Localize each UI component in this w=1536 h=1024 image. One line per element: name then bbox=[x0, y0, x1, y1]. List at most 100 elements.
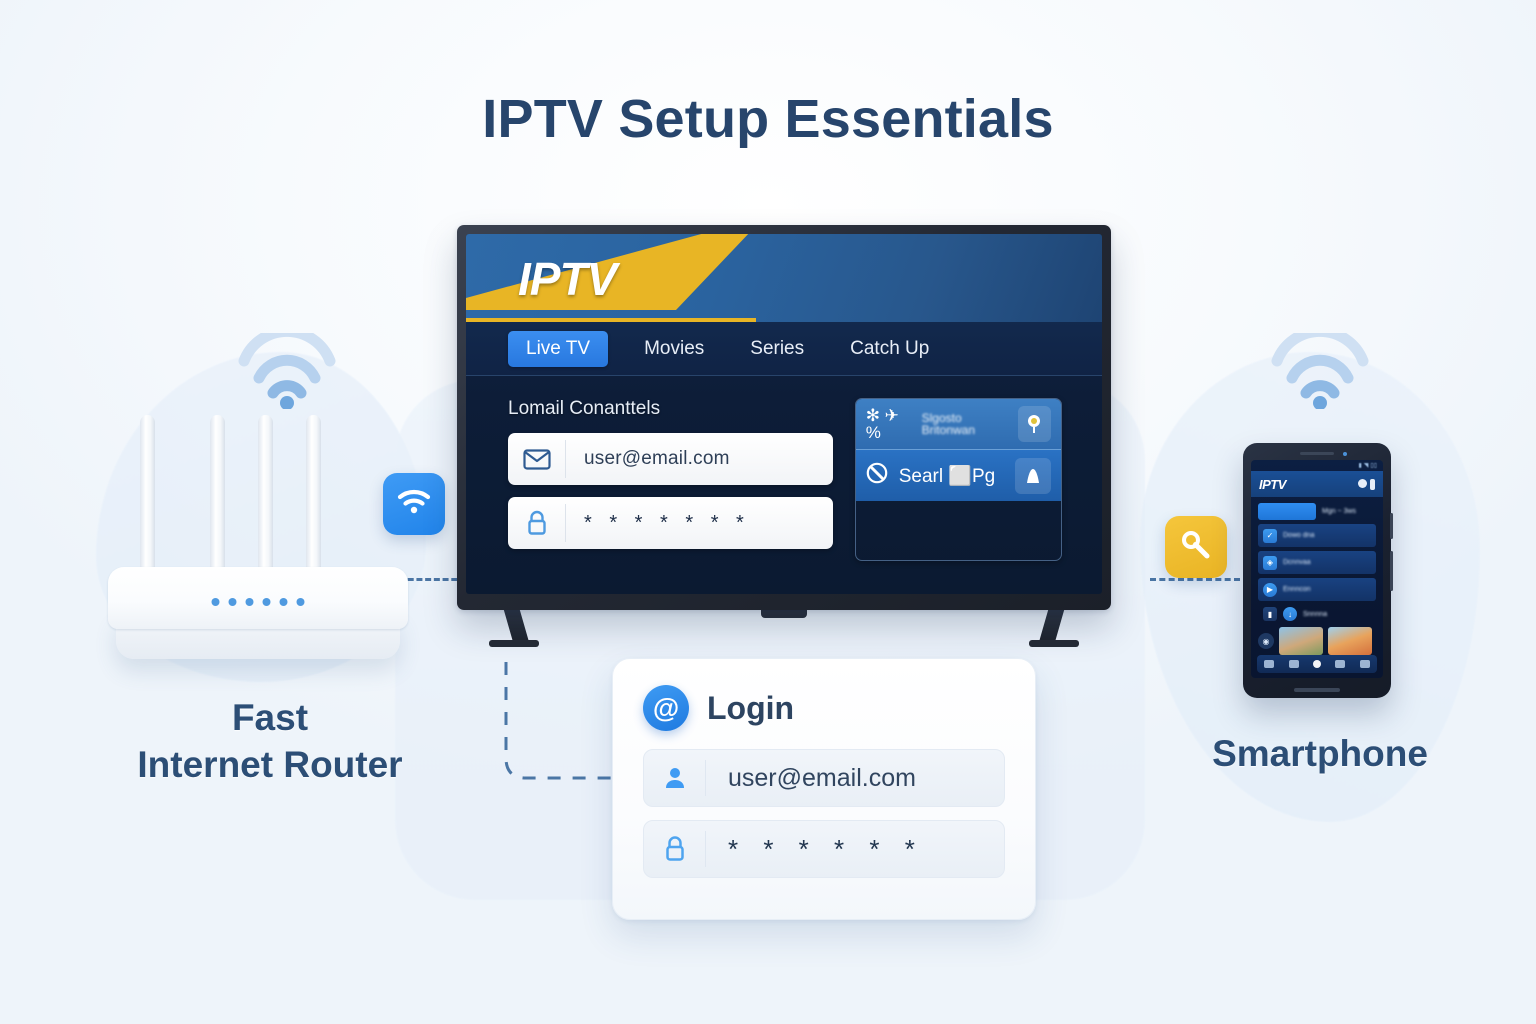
tv-nav-item-live-tv[interactable]: Live TV bbox=[508, 330, 609, 367]
login-card-header: @ Login bbox=[643, 685, 1005, 731]
user-icon[interactable] bbox=[1015, 457, 1051, 494]
tv-password-field[interactable]: * * * * * * * bbox=[508, 497, 833, 549]
tv-leg-foot bbox=[1029, 640, 1079, 647]
login-email-value: user@email.com bbox=[728, 763, 916, 792]
phone-list-item-label: Dcnnvaa bbox=[1283, 559, 1311, 566]
phone-status-bar: ▮ ◥ ▯▯ bbox=[1251, 460, 1383, 471]
phone-list-item[interactable]: ◈ Dcnnvaa bbox=[1258, 551, 1376, 574]
phone-volume-button[interactable] bbox=[1390, 551, 1393, 591]
wifi-router-device bbox=[108, 415, 408, 670]
tv-content-area: Lomail Conanttels user@email.com bbox=[466, 376, 1102, 561]
key-icon: ▮ bbox=[1263, 607, 1277, 621]
tv-password-value: * * * * * * * bbox=[584, 511, 750, 534]
router-antenna bbox=[306, 415, 321, 575]
person-icon bbox=[644, 759, 706, 797]
phone-list-item-label: Dowo dna bbox=[1283, 532, 1315, 539]
phone-side-button[interactable] bbox=[1390, 513, 1393, 539]
smartphone-device: ▮ ◥ ▯▯ IPTV Mgn ~ 3ws ✓ Dowo dna bbox=[1243, 443, 1393, 698]
phone-tab-active-label bbox=[1286, 508, 1288, 515]
phone-bottom-nav bbox=[1257, 655, 1377, 673]
pin-icon[interactable] bbox=[1017, 406, 1051, 442]
wifi-signal-router bbox=[232, 325, 342, 410]
phone-app-logo: IPTV bbox=[1259, 476, 1286, 492]
tv-panel-bottom-label: Searl ⬜Pg bbox=[898, 465, 996, 487]
login-email-field[interactable]: user@email.com bbox=[643, 749, 1005, 807]
page-title: IPTV Setup Essentials bbox=[482, 89, 1054, 149]
no-entry-icon bbox=[866, 462, 888, 489]
connector-tv-to-login-card bbox=[500, 662, 630, 784]
phone-list-item[interactable]: ✓ Dowo dna bbox=[1258, 524, 1376, 547]
check-shield-icon: ✓ bbox=[1263, 528, 1277, 543]
battery-icon: ▯▯ bbox=[1370, 463, 1377, 469]
login-password-value: * * * * * * bbox=[728, 833, 924, 864]
tv-center-nub bbox=[761, 608, 807, 618]
wifi-badge[interactable] bbox=[383, 473, 445, 535]
tv-screen: IPTV Live TV Movies Series Catch Up Loma… bbox=[466, 234, 1102, 594]
phone-tab-bar: Mgn ~ 3ws bbox=[1251, 497, 1383, 524]
phone-list-item-label: Snnnna bbox=[1303, 610, 1328, 618]
login-card-title: Login bbox=[707, 689, 795, 726]
tv-panel-row-bottom[interactable]: Searl ⬜Pg bbox=[855, 450, 1061, 501]
signal-icon: ▮ bbox=[1358, 463, 1362, 469]
wifi-signal-phone bbox=[1265, 325, 1375, 410]
play-icon: ▶ bbox=[1263, 582, 1277, 597]
phone-thumbnail[interactable] bbox=[1328, 627, 1372, 655]
phone-tab-secondary-label[interactable]: Mgn ~ 3ws bbox=[1322, 508, 1357, 515]
phone-list-item[interactable]: ▮ ↓ Snnnna bbox=[1258, 605, 1376, 623]
phone-header-icons bbox=[1358, 478, 1375, 490]
key-badge[interactable] bbox=[1165, 516, 1227, 578]
list-icon[interactable] bbox=[1335, 660, 1346, 668]
phone-tab-active[interactable] bbox=[1258, 503, 1316, 520]
router-antenna bbox=[210, 415, 225, 575]
router-led bbox=[245, 598, 254, 606]
at-icon: @ bbox=[643, 685, 689, 731]
lock-icon bbox=[644, 830, 706, 868]
login-password-field[interactable]: * * * * * * bbox=[643, 820, 1005, 878]
tv-email-field[interactable]: user@email.com bbox=[508, 433, 833, 485]
asterisk-glyph-icon: ✻ ✈ % bbox=[865, 406, 899, 442]
tv-nav-item-movies[interactable]: Movies bbox=[644, 337, 705, 359]
router-caption: Fast Internet Router bbox=[70, 694, 470, 789]
record-icon[interactable] bbox=[1312, 660, 1321, 668]
tv-side-panel: ✻ ✈ % Slgosto Britonwan bbox=[854, 398, 1062, 561]
tv-bezel: IPTV Live TV Movies Series Catch Up Loma… bbox=[457, 225, 1111, 610]
phone-screen: ▮ ◥ ▯▯ IPTV Mgn ~ 3ws ✓ Dowo dna bbox=[1251, 460, 1383, 678]
tv-app-header: IPTV bbox=[466, 234, 1102, 322]
router-led-strip bbox=[211, 598, 305, 606]
home-icon[interactable] bbox=[1264, 660, 1275, 668]
router-led bbox=[228, 598, 237, 606]
tv-panel-row-top[interactable]: ✻ ✈ % Slgosto Britonwan bbox=[855, 399, 1061, 450]
phone-app-header: IPTV bbox=[1251, 471, 1383, 497]
router-body bbox=[108, 567, 408, 629]
smart-tv-device: IPTV Live TV Movies Series Catch Up Loma… bbox=[457, 225, 1111, 647]
tv-panel-blurred-text: Slgosto Britonwan bbox=[921, 411, 976, 437]
settings-icon[interactable] bbox=[1359, 660, 1370, 668]
wifi-icon bbox=[397, 489, 431, 520]
router-led bbox=[296, 598, 305, 606]
phone-caption: Smartphone bbox=[1212, 733, 1428, 774]
envelope-icon bbox=[508, 440, 566, 478]
tv-leg-foot bbox=[489, 640, 539, 647]
phone-home-indicator bbox=[1294, 688, 1340, 692]
phone-thumbnail-strip: ◉ bbox=[1258, 627, 1376, 655]
lock-icon bbox=[508, 504, 566, 542]
phone-list-item[interactable]: ▶ Ennncon bbox=[1258, 578, 1376, 601]
router-led bbox=[211, 598, 220, 606]
location-pin-icon[interactable]: ◉ bbox=[1258, 633, 1274, 649]
router-led bbox=[279, 598, 288, 606]
connector-tv-to-phone bbox=[1150, 578, 1268, 581]
router-antenna bbox=[140, 415, 155, 575]
router-antenna bbox=[258, 415, 273, 575]
wifi-icon: ◥ bbox=[1363, 463, 1369, 469]
tv-nav-item-series[interactable]: Series bbox=[750, 337, 805, 359]
phone-header-icon[interactable] bbox=[1358, 478, 1367, 488]
router-caption-line2: Internet Router bbox=[137, 744, 403, 786]
tv-nav-item-catch-up[interactable]: Catch Up bbox=[850, 337, 930, 359]
tv-icon[interactable] bbox=[1288, 660, 1299, 668]
phone-thumbnail[interactable] bbox=[1279, 627, 1323, 655]
router-caption-line1: Fast bbox=[231, 697, 309, 738]
phone-header-icon[interactable] bbox=[1370, 478, 1375, 490]
tv-app-logo: IPTV bbox=[518, 253, 617, 305]
tv-credentials-form: Lomail Conanttels user@email.com bbox=[508, 398, 833, 561]
